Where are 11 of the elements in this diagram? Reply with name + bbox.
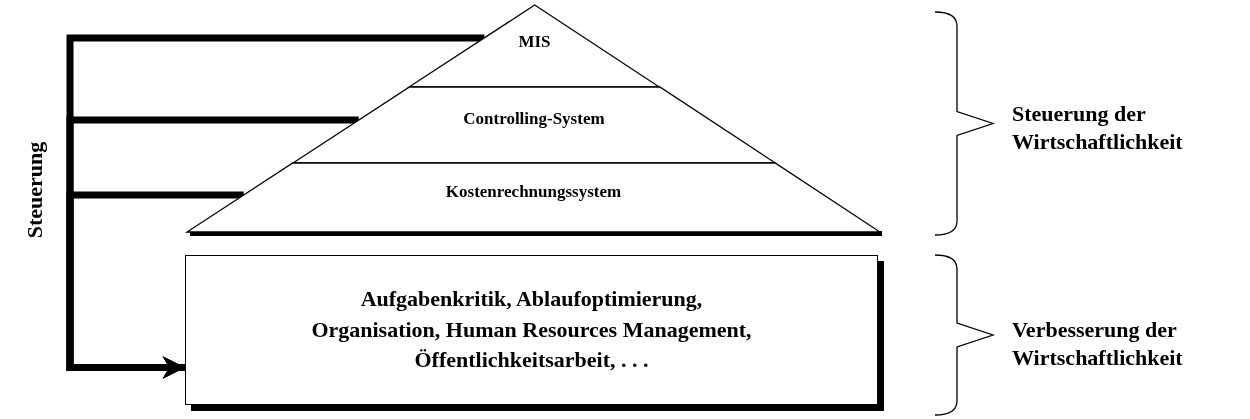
- brace-label: Steuerung der Wirtschaftlichkeit: [1012, 99, 1184, 155]
- band-label: MIS: [517, 31, 552, 52]
- box-text: Aufgabenkritik, Ablaufoptimierung, Organisation, Human Resources Management, Öffentlichkeitsarbeit, . . .: [310, 284, 753, 375]
- band-label: Kostenrechnungssystem: [444, 181, 623, 202]
- pyramid-band: [187, 163, 880, 232]
- band-label: Controlling-System: [462, 108, 606, 129]
- vertical-label: Steuerung: [21, 141, 49, 239]
- arrow: [66, 191, 244, 379]
- brace-label: Verbesserung der Wirtschaftlichkeit: [1012, 315, 1184, 371]
- pyramid-band: [292, 87, 776, 163]
- pyramid-top-triangle: [409, 5, 660, 87]
